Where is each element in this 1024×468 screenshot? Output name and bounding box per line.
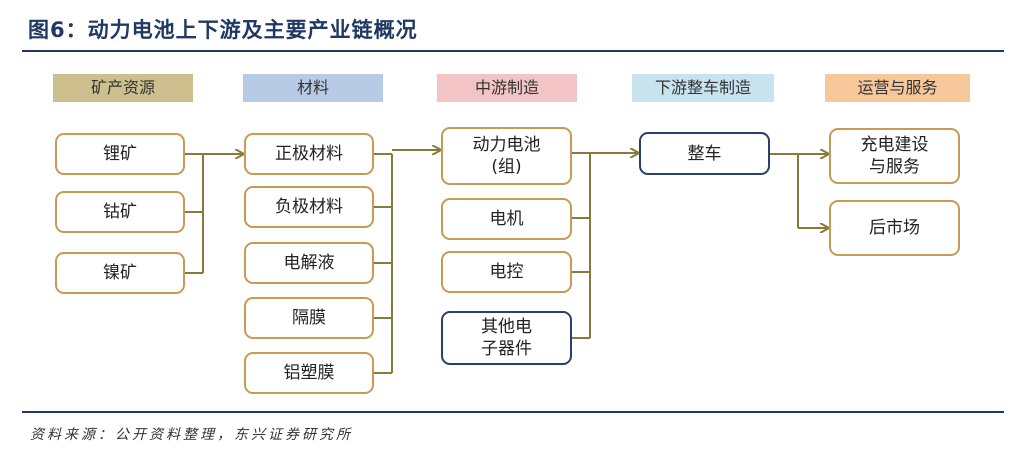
node-anode: 负极材料 [244,186,374,228]
node-lithium: 锂矿 [55,133,185,175]
header-operation: 运营与服务 [825,74,970,102]
node-electrolyte: 电解液 [244,242,374,284]
footer-divider [22,411,1004,413]
node-control: 电控 [441,251,572,293]
node-other-electronics: 其他电 子器件 [441,311,572,365]
header-midstream: 中游制造 [437,74,577,102]
node-vehicle: 整车 [639,132,770,175]
page-title: 图6：动力电池上下游及主要产业链概况 [28,18,418,42]
node-charging: 充电建设 与服务 [829,128,960,184]
node-aluminum-film: 铝塑膜 [244,352,374,394]
title-underline [22,50,1004,52]
node-separator: 隔膜 [244,297,374,339]
header-downstream: 下游整车制造 [632,74,774,102]
node-cathode: 正极材料 [244,133,374,175]
node-nickel: 镍矿 [55,252,185,294]
source-note: 资料来源：公开资料整理，东兴证券研究所 [30,427,353,443]
node-motor: 电机 [441,198,572,240]
header-mining: 矿产资源 [53,74,193,102]
node-aftermarket: 后市场 [829,200,960,256]
node-cobalt: 钴矿 [55,191,185,233]
header-materials: 材料 [243,74,383,102]
node-battery: 动力电池 (组) [441,127,572,185]
